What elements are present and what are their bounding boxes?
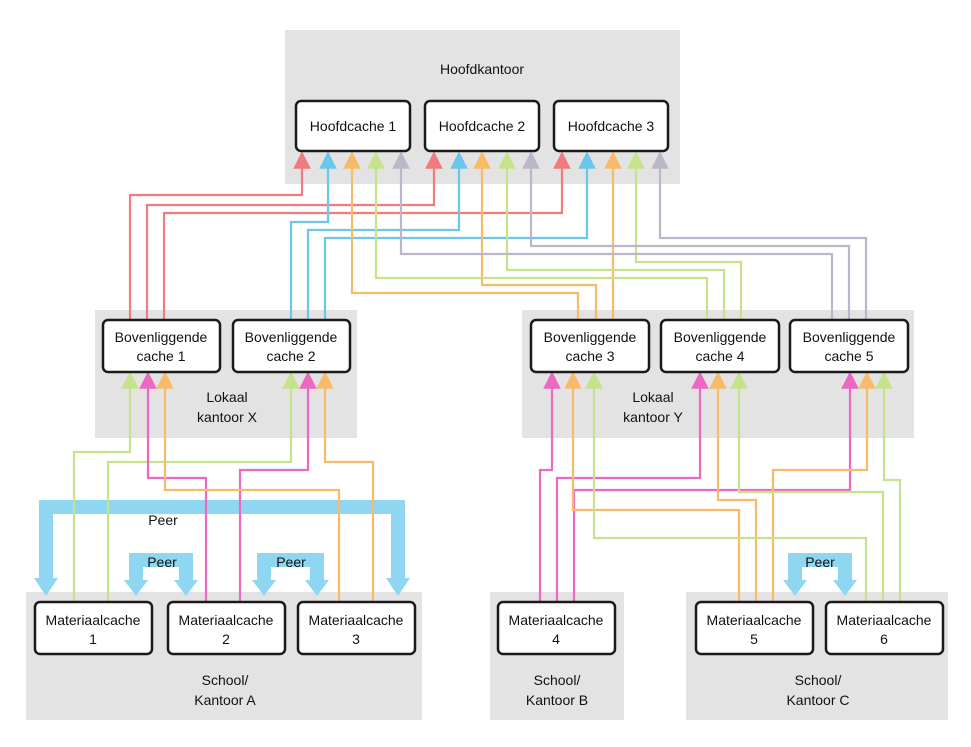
- link-content6-parent4: [730, 371, 885, 602]
- svg-text:Lokaal: Lokaal: [206, 389, 247, 405]
- svg-text:4: 4: [552, 631, 560, 647]
- svg-text:Peer: Peer: [276, 554, 306, 570]
- link-content5-parent3: [564, 371, 741, 602]
- svg-text:Hoofdcache 1: Hoofdcache 1: [310, 118, 397, 134]
- svg-text:Materiaalcache: Materiaalcache: [707, 612, 802, 628]
- svg-text:Peer: Peer: [148, 512, 178, 528]
- link-content6-parent5: [875, 371, 902, 602]
- main-cache-3: Hoofdcache 3: [552, 99, 670, 153]
- svg-text:Bovenliggende: Bovenliggende: [803, 329, 896, 345]
- svg-text:Hoofdcache 3: Hoofdcache 3: [568, 118, 655, 134]
- main-cache-2: Hoofdcache 2: [423, 99, 541, 153]
- content-cache-4: Materiaalcache 4: [496, 600, 617, 656]
- peer-link-school-a-wide: Peer: [34, 500, 410, 596]
- svg-text:cache 1: cache 1: [136, 348, 185, 364]
- peer-link-content-2-3: Peer: [252, 553, 329, 596]
- parent-cache-1: Bovenliggende cache 1: [101, 318, 222, 374]
- link-parent1-main1: [128, 151, 311, 320]
- svg-text:kantoor X: kantoor X: [197, 409, 258, 425]
- content-cache-2: Materiaalcache 2: [166, 600, 287, 656]
- svg-text:cache 4: cache 4: [695, 348, 744, 364]
- link-content4-parent5: [572, 371, 859, 602]
- svg-text:cache 2: cache 2: [266, 348, 315, 364]
- svg-text:Materiaalcache: Materiaalcache: [179, 612, 274, 628]
- link-parent2-main2: [306, 151, 468, 320]
- link-content4-parent3: [538, 371, 561, 602]
- content-cache-3: Materiaalcache 3: [296, 600, 417, 656]
- svg-text:1: 1: [89, 631, 97, 647]
- content-cache-5: Materiaalcache 5: [694, 600, 815, 656]
- link-content5-parent5: [771, 371, 876, 602]
- link-parent2-main1: [289, 151, 337, 320]
- link-parent5-main3: [651, 151, 868, 320]
- content-cache-6: Materiaalcache 6: [824, 600, 945, 656]
- svg-text:Materiaalcache: Materiaalcache: [309, 612, 404, 628]
- link-parent4-main1: [367, 151, 709, 320]
- parent-cache-2: Bovenliggende cache 2: [231, 318, 352, 374]
- svg-text:Kantoor B: Kantoor B: [526, 692, 588, 708]
- link-parent4-main3: [627, 151, 743, 320]
- svg-text:School/: School/: [202, 672, 249, 688]
- link-parent4-main2: [498, 151, 726, 320]
- link-content6-parent3: [585, 371, 868, 602]
- link-parent1-main2: [145, 151, 443, 320]
- upper-connections: [128, 151, 868, 320]
- parent-cache-3: Bovenliggende cache 3: [529, 318, 651, 374]
- svg-text:Kantoor C: Kantoor C: [786, 692, 849, 708]
- svg-text:6: 6: [880, 631, 888, 647]
- link-parent1-main3: [162, 151, 571, 320]
- svg-text:Bovenliggende: Bovenliggende: [544, 329, 637, 345]
- svg-text:cache 5: cache 5: [824, 348, 873, 364]
- lower-connections: [72, 371, 902, 602]
- link-content3-parent1: [156, 371, 341, 602]
- link-content1-parent2: [106, 371, 300, 602]
- parent-cache-5: Bovenliggende cache 5: [788, 318, 910, 374]
- svg-text:5: 5: [750, 631, 758, 647]
- svg-text:Bovenliggende: Bovenliggende: [115, 329, 208, 345]
- link-parent5-main1: [392, 151, 834, 320]
- svg-text:kantoor Y: kantoor Y: [623, 409, 683, 425]
- link-content1-parent1: [72, 371, 139, 602]
- link-parent5-main2: [522, 151, 851, 320]
- svg-text:Materiaalcache: Materiaalcache: [46, 612, 141, 628]
- svg-text:Materiaalcache: Materiaalcache: [837, 612, 932, 628]
- link-content4-parent4: [555, 371, 709, 602]
- link-content5-parent4: [709, 371, 758, 602]
- svg-text:2: 2: [222, 631, 230, 647]
- link-content2-parent2: [238, 371, 317, 602]
- link-content3-parent2: [316, 371, 375, 602]
- svg-text:Lokaal: Lokaal: [632, 389, 673, 405]
- link-parent2-main3: [323, 151, 596, 320]
- svg-text:Bovenliggende: Bovenliggende: [245, 329, 338, 345]
- svg-text:School/: School/: [534, 672, 581, 688]
- svg-text:Peer: Peer: [805, 554, 835, 570]
- svg-text:cache 3: cache 3: [565, 348, 614, 364]
- peer-link-content-5-6: Peer: [783, 553, 857, 596]
- peer-link-content-1-2: Peer: [124, 553, 198, 596]
- svg-text:Bovenliggende: Bovenliggende: [674, 329, 767, 345]
- link-content2-parent1: [139, 371, 208, 602]
- link-parent3-main2: [473, 151, 598, 320]
- svg-text:Hoofdcache 2: Hoofdcache 2: [439, 118, 526, 134]
- main-cache-1: Hoofdcache 1: [294, 99, 412, 153]
- parent-cache-4: Bovenliggende cache 4: [659, 318, 781, 374]
- link-parent3-main1: [343, 151, 580, 320]
- svg-text:Peer: Peer: [147, 554, 177, 570]
- svg-text:3: 3: [352, 631, 360, 647]
- svg-text:Hoofdkantoor: Hoofdkantoor: [440, 61, 524, 77]
- content-cache-1: Materiaalcache 1: [33, 600, 154, 656]
- svg-text:Kantoor A: Kantoor A: [194, 692, 256, 708]
- svg-text:School/: School/: [795, 672, 842, 688]
- svg-text:Materiaalcache: Materiaalcache: [509, 612, 604, 628]
